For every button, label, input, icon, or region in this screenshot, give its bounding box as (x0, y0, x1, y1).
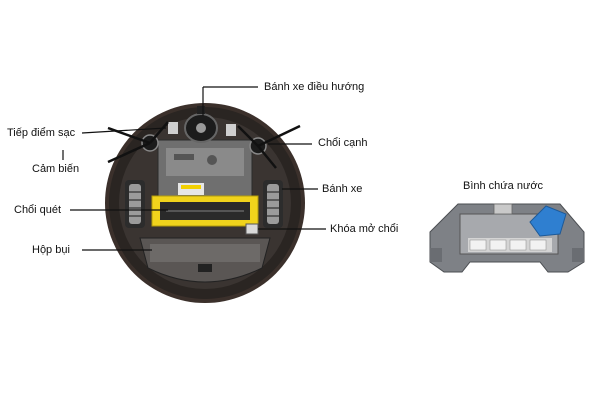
charging-contact-left (168, 122, 178, 134)
wheel-left (125, 180, 145, 228)
water-tank (429, 203, 585, 273)
tank-blue-cap (529, 205, 567, 237)
side-brush-right (237, 124, 301, 169)
label-wheel: Bánh xe (322, 183, 363, 195)
label-brush-lock: Khóa mở chổi (330, 223, 399, 235)
label-drive-wheel: Bánh xe điều hướng (264, 81, 365, 93)
leader-lines (62, 86, 326, 251)
main-brush (151, 195, 259, 227)
label-sensor: Cảm biến (32, 163, 80, 175)
brush-lock (245, 223, 259, 235)
leader-charging-contacts (81, 127, 167, 134)
label-dust-bin: Hộp bụi (32, 244, 70, 256)
label-side-brush: Chổi cạnh (318, 137, 368, 149)
robot-vacuum (105, 103, 305, 303)
charging-contact-right (226, 124, 236, 136)
label-water-tank: Bình chứa nước (463, 180, 544, 192)
label-main-brush: Chổi quét (14, 204, 62, 216)
label-charging-contacts: Tiếp điểm sạc (7, 127, 76, 139)
wheel-right (263, 180, 283, 228)
